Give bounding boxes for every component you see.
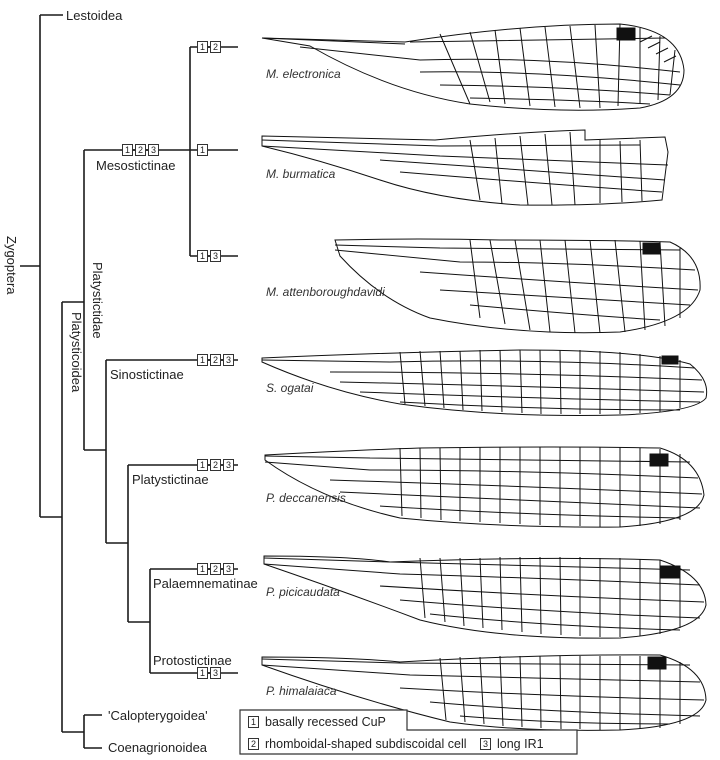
characters-electronica: 1 2	[197, 41, 221, 53]
characters-sinostictinae: 1 2 3	[197, 354, 234, 366]
wing-drawings	[261, 23, 708, 731]
label-coenagrionoidea: Coenagrionoidea	[108, 740, 208, 755]
char-1-box: 1	[122, 144, 133, 156]
char-2-box: 2	[135, 144, 146, 156]
species-label-deccanensis: P. deccanensis	[266, 491, 346, 505]
label-calopterygoidea: 'Calopterygoidea'	[108, 708, 208, 723]
legend-item-3: 3 long IR1	[480, 737, 544, 751]
characters-platystictinae: 1 2 3	[197, 459, 234, 471]
char-3-box: 3	[223, 354, 234, 366]
legend-key-3: 3	[480, 738, 491, 750]
species-label-picicaudata: P. picicaudata	[266, 585, 340, 599]
species-label-himalaiaca: P. himalaiaca	[266, 684, 337, 698]
wing-electronica	[261, 23, 685, 111]
characters-mesostictinae: 1 2 3	[122, 144, 159, 156]
wing-himalaiaca	[261, 654, 707, 731]
species-label-attenboroughdavidi: M. attenboroughdavidi	[266, 285, 385, 299]
legend-text-2: rhomboidal-shaped subdiscoidal cell	[265, 737, 467, 751]
char-2-box: 2	[210, 354, 221, 366]
char-1-box: 1	[197, 459, 208, 471]
char-3-box: 3	[210, 667, 221, 679]
char-2-box: 2	[210, 563, 221, 575]
char-2-box: 2	[210, 41, 221, 53]
legend-text-3: long IR1	[497, 737, 544, 751]
species-label-ogatai: S. ogatai	[266, 381, 314, 395]
label-mesostictinae: Mesostictinae	[96, 158, 176, 173]
char-3-box: 3	[223, 459, 234, 471]
species-label-burmatica: M. burmatica	[266, 167, 336, 181]
legend-item-2: 2 rhomboidal-shaped subdiscoidal cell	[248, 737, 467, 751]
char-3-box: 3	[148, 144, 159, 156]
wing-picicaudata	[263, 555, 707, 639]
characters-protostictinae: 1 3	[197, 667, 221, 679]
characters-burmatica: 1	[197, 144, 208, 156]
char-1-box: 1	[197, 354, 208, 366]
legend-text-1: basally recessed CuP	[265, 715, 386, 729]
legend-item-1: 1 basally recessed CuP	[248, 715, 386, 729]
label-palaemnematinae: Palaemnematinae	[153, 576, 258, 591]
legend-key-1: 1	[248, 716, 259, 728]
char-3-box: 3	[210, 250, 221, 262]
wing-ogatai	[261, 349, 708, 417]
wing-burmatica	[261, 129, 669, 206]
char-1-box: 1	[197, 144, 208, 156]
characters-attenboroughdavidi: 1 3	[197, 250, 221, 262]
char-2-box: 2	[210, 459, 221, 471]
label-lestoidea: Lestoidea	[66, 8, 123, 23]
char-1-box: 1	[197, 563, 208, 575]
species-label-electronica: M. electronica	[266, 67, 341, 81]
characters-palaemnematinae: 1 2 3	[197, 563, 234, 575]
char-1-box: 1	[197, 250, 208, 262]
label-platystictinae: Platystictinae	[132, 472, 209, 487]
char-3-box: 3	[223, 563, 234, 575]
char-1-box: 1	[197, 667, 208, 679]
char-1-box: 1	[197, 41, 208, 53]
wing-deccanensis	[264, 446, 705, 528]
label-sinostictinae: Sinostictinae	[110, 367, 184, 382]
legend-key-2: 2	[248, 738, 259, 750]
label-protostictinae: Protostictinae	[153, 653, 232, 668]
wing-attenboroughdavidi	[334, 238, 701, 334]
